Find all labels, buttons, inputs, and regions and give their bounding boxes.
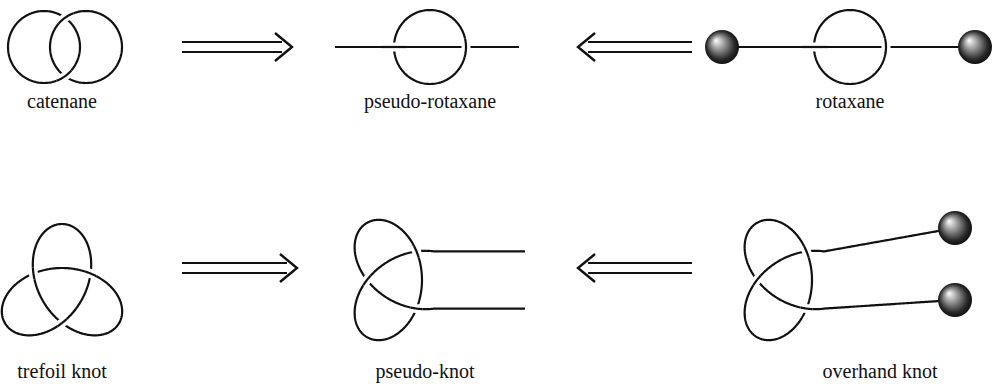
figure-label: trefoil knot [17,359,106,383]
strand [745,220,955,340]
arrow-shaft [182,262,287,264]
molecule-figure: pseudo-knot [297,205,578,384]
crossing-gap [59,13,74,23]
crossing-gap [33,268,35,280]
crossing-gap [800,307,812,309]
over-strand [56,70,71,80]
stopper-ball [938,283,972,317]
crossing-gap [753,276,760,286]
stopper-ball [958,30,992,64]
arrow-shaft [588,262,692,264]
molecule-figure: trefoil knot [0,205,182,384]
over-strand [33,268,35,280]
over-strand [59,13,74,23]
arrow-shaft [588,272,692,274]
figure-label: pseudo-knot [376,359,475,383]
trefoil-drawing [2,224,122,335]
double-arrow [182,33,292,61]
pseudo-knot-drawing [355,220,525,340]
over-strand [802,46,828,48]
crossing-gap [57,319,67,327]
over-strand [381,46,407,48]
arrow-head [578,33,595,61]
molecule-figure: catenane [0,5,182,117]
crossing-gap [802,43,828,52]
over-strand [885,38,886,57]
arrow-shaft [588,41,692,43]
crossing-gap [465,38,466,57]
molecule-figure: rotaxane [692,5,992,117]
rotaxane-drawing [722,10,974,84]
strand [722,46,974,48]
double-arrow [182,254,297,282]
figure-label: catenane [27,89,97,113]
molecule-figure: pseudo-rotaxane [292,5,578,117]
figure-label: overhand knot [823,359,938,383]
arrow-shaft [182,272,287,274]
pseudo-rotaxane-drawing [335,10,519,84]
figure-label: pseudo-rotaxane [364,89,496,113]
crossing-gap [414,246,419,257]
catenane-drawing [8,11,122,83]
arrow-head [578,254,595,282]
overhand-knot-drawing [745,220,955,340]
crossing-gap [363,276,370,286]
strand [50,11,122,83]
over-strand [804,246,809,257]
arrow-shaft [588,51,692,53]
over-strand [85,272,96,277]
over-strand [414,246,419,257]
double-arrow [578,254,692,282]
figure-label: rotaxane [816,89,885,113]
stopper-ball [705,30,739,64]
strand [355,220,525,340]
arrow-shaft [182,41,282,43]
molecule-figure: overhand knot [692,205,992,384]
crossing-gap [381,43,407,52]
over-strand [363,276,370,286]
arrow-head [280,254,297,282]
knot-drawings [2,10,974,340]
over-strand [800,307,812,309]
stopper-ball [938,211,972,245]
over-strand [465,38,466,57]
arrow-shaft [182,51,282,53]
arrow-head [275,33,292,61]
strand [335,46,519,48]
crossing-gap [56,70,71,80]
strand [8,11,80,83]
crossing-gap [804,246,809,257]
strand [2,224,122,335]
stopper-balls [705,30,992,317]
over-strand [410,307,422,309]
over-strand [57,319,67,327]
crossing-gap [410,307,422,309]
crossing-gap [85,272,96,277]
double-arrow [578,33,692,61]
over-strand [753,276,760,286]
crossing-gap [885,38,886,57]
